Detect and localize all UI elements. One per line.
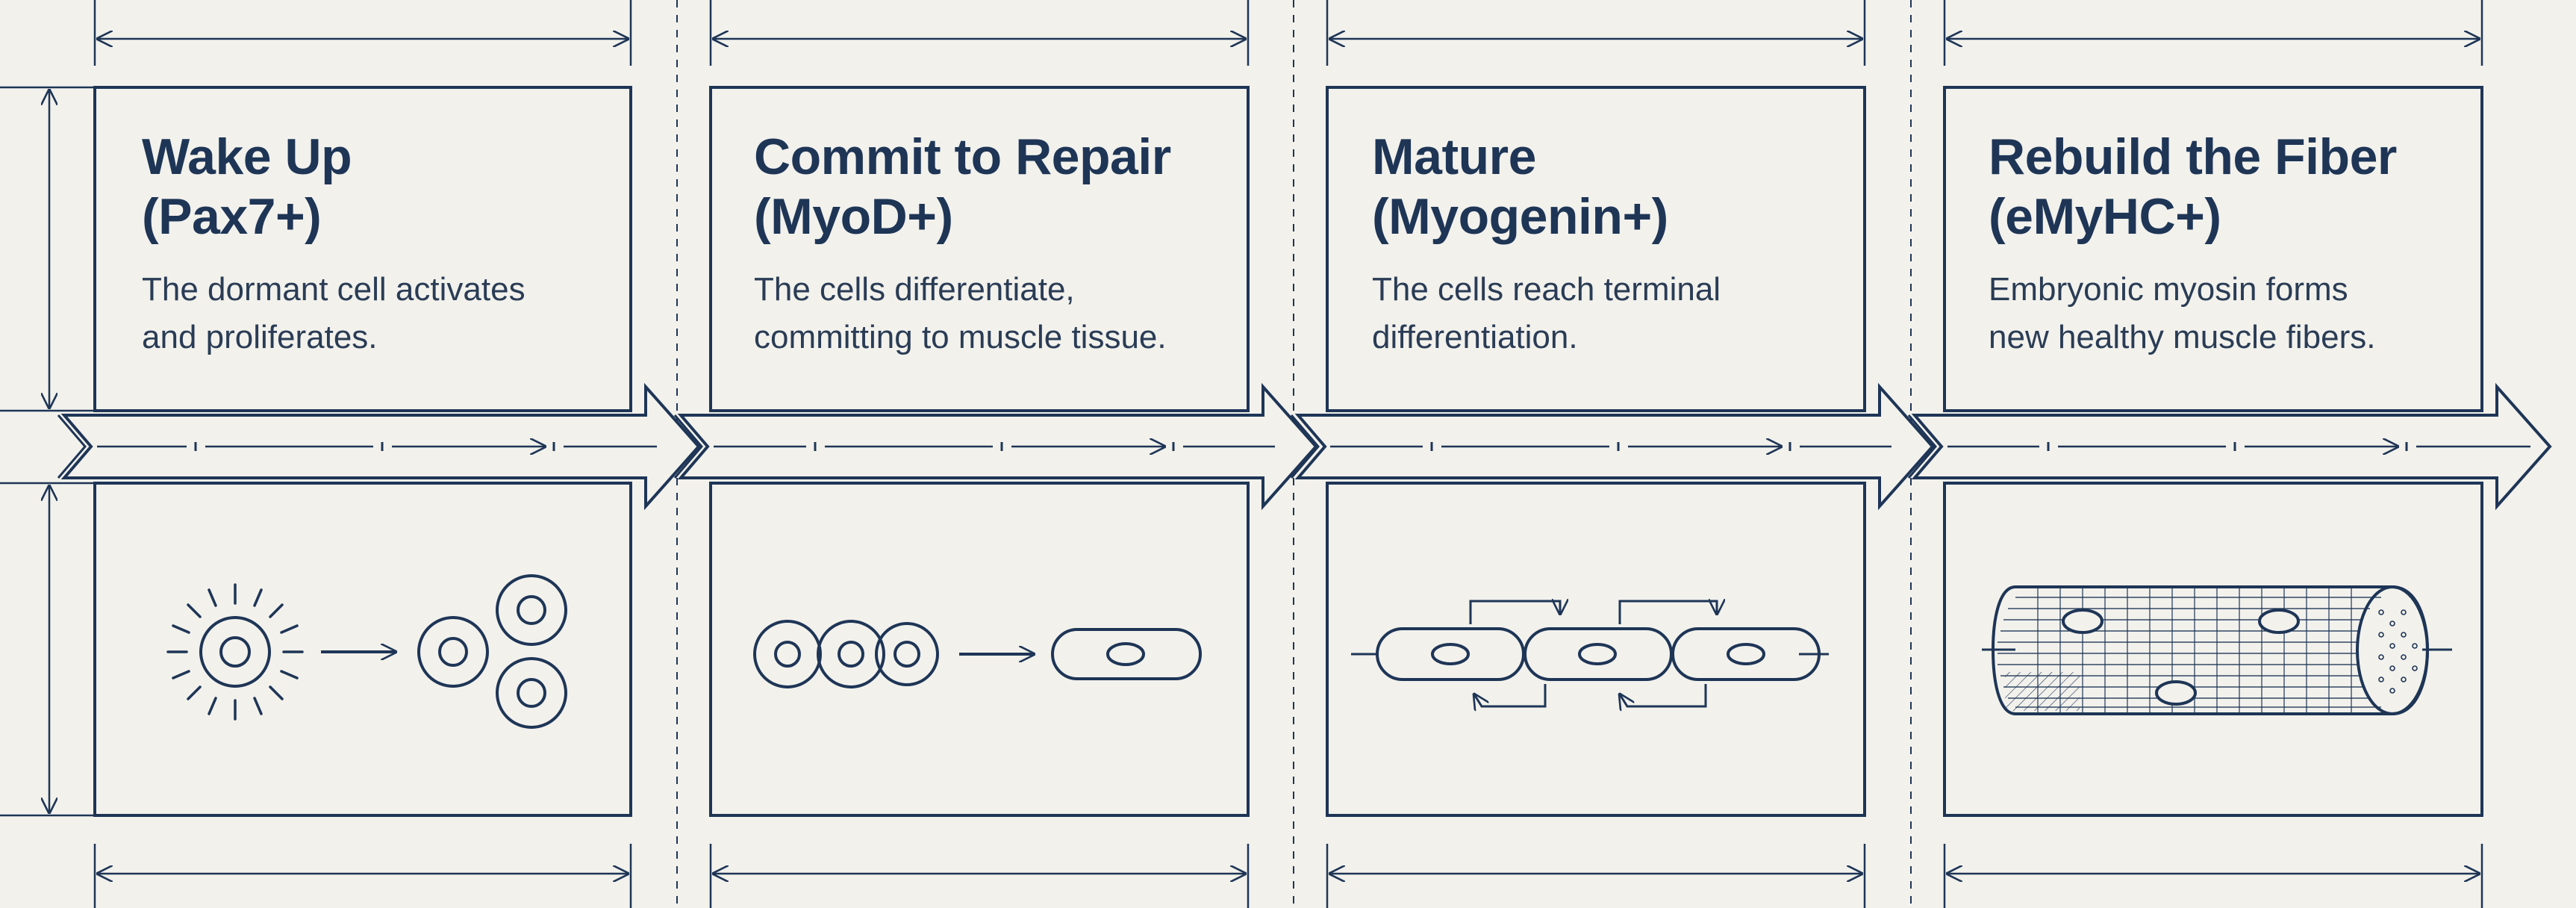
process-arrow-3: [1294, 382, 1935, 511]
stage-1-icon-box: [93, 482, 632, 817]
stage-1-text-box: [93, 86, 632, 412]
stage-4-title-line1: Rebuild the Fiber: [1989, 128, 2397, 185]
stage-2-title-line1: Commit to Repair: [754, 128, 1171, 185]
muscle-fiber-icon: [1982, 585, 2452, 715]
stage-2-description: The cells differentiate, committing to m…: [754, 266, 1262, 361]
arrow-joins: [57, 414, 1937, 479]
stage-3-text-box: [1326, 86, 1866, 412]
left-dimension-lines: [0, 86, 93, 817]
stage-4-text-box: [1943, 86, 2483, 412]
stage-2-desc-line1: The cells differentiate,: [754, 271, 1075, 308]
stage-4-title-line2: (eMyHC+): [1989, 188, 2221, 245]
stage-3-title-line2: (Myogenin+): [1372, 188, 1668, 245]
stage-2-title: Commit to Repair (MyoD+): [754, 127, 1262, 246]
stage-3-title: Mature (Myogenin+): [1372, 127, 1880, 246]
stage-1-desc-line2: and proliferates.: [142, 319, 378, 355]
stage-3-desc-line1: The cells reach terminal: [1372, 271, 1721, 308]
stage-3-desc-line2: differentiation.: [1372, 319, 1578, 355]
stage-1-title: Wake Up (Pax7+): [142, 127, 649, 246]
stage-boxes: [93, 86, 2483, 817]
differentiating-cells-icon: [753, 620, 939, 688]
stage-1-title-line1: Wake Up: [142, 128, 352, 185]
stage-2-panel: Commit to Repair (MyoD+) The cells diffe…: [754, 127, 1262, 361]
stage-3-icon-box: [1326, 482, 1866, 817]
stage-1-desc-line1: The dormant cell activates: [142, 271, 526, 308]
stage-2-title-line2: (MyoD+): [754, 188, 953, 245]
stage-4-desc-line1: Embryonic myosin forms: [1989, 271, 2348, 308]
stage-4-description: Embryonic myosin forms new healthy muscl…: [1989, 266, 2496, 361]
stage-3-description: The cells reach terminal differentiation…: [1372, 266, 1880, 361]
stage-2-icon-box: [709, 482, 1250, 817]
stage-4-title: Rebuild the Fiber (eMyHC+): [1989, 127, 2496, 246]
activated-cell-icon: [166, 583, 304, 721]
stage-4-desc-line2: new healthy muscle fibers.: [1989, 319, 2376, 355]
stage-2-text-box: [709, 86, 1250, 412]
stage-1-title-line2: (Pax7+): [142, 188, 322, 245]
elongated-cell-icon: [1051, 628, 1202, 680]
stage-2-desc-line2: committing to muscle tissue.: [754, 319, 1167, 355]
stage-1-description: The dormant cell activates and prolifera…: [142, 266, 649, 361]
stage-4-panel: Rebuild the Fiber (eMyHC+) Embryonic myo…: [1989, 127, 2496, 361]
stage-3-panel: Mature (Myogenin+) The cells reach termi…: [1372, 127, 1880, 361]
top-dimension-lines: [93, 0, 2483, 66]
fusing-cells-icon: [1351, 601, 1829, 706]
proliferating-cells-icon: [417, 574, 567, 729]
process-arrow-2: [677, 382, 1318, 511]
arrow-center-ticks: [194, 442, 2408, 451]
stage-4-icon-box: [1943, 482, 2483, 817]
process-arrow-4: [1911, 382, 2552, 511]
bottom-dimension-lines: [93, 844, 2483, 908]
stage-3-title-line1: Mature: [1372, 128, 1536, 185]
stage-1-panel: Wake Up (Pax7+) The dormant cell activat…: [142, 127, 649, 361]
